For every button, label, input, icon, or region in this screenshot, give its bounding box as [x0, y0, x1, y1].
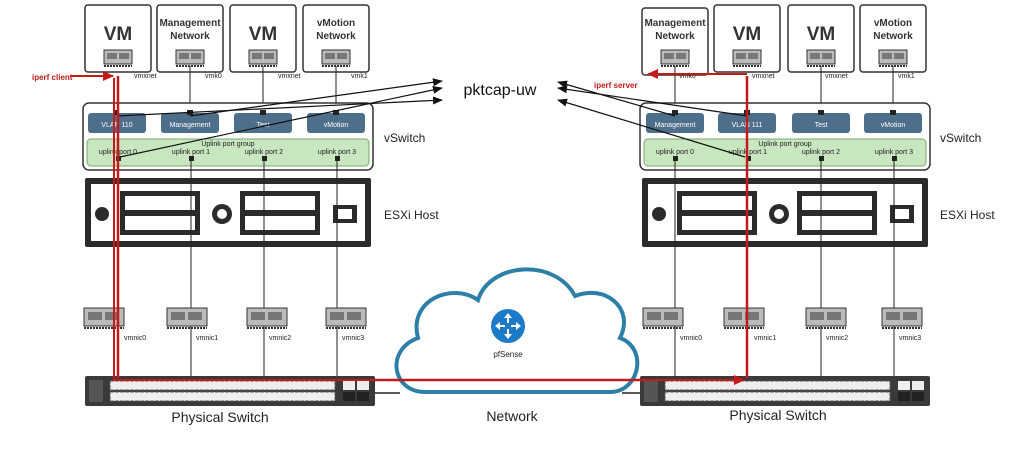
vm-box: VM	[787, 4, 855, 73]
uplink-port-group	[86, 138, 370, 167]
adapter-label: vmk1	[351, 73, 368, 80]
adapter-label: vmk0	[205, 73, 222, 80]
adapter-label: vmk0	[679, 73, 696, 80]
capture-tool-label: pktcap-uw	[464, 82, 537, 99]
nic-card-icon	[878, 49, 908, 67]
physical-switch-icon	[85, 376, 375, 406]
vmnic-label: vmnic2	[269, 335, 291, 342]
vm-title: VM	[249, 24, 278, 45]
vmnic-label: vmnic3	[342, 335, 364, 342]
host-label: ESXi Host	[384, 208, 439, 222]
vmnic-icon	[166, 307, 208, 329]
nic-card-icon	[806, 49, 836, 67]
port-group: Test	[792, 110, 850, 133]
vm-box: Management Network	[156, 4, 224, 73]
svg-text:Management: Management	[655, 122, 696, 129]
adapter-label: vmxnet	[752, 73, 775, 80]
uplink-port-label: uplink port 3	[875, 149, 913, 156]
vm-subtitle: Network	[170, 31, 210, 42]
adapter-label: vmxnet	[134, 73, 157, 80]
svg-text:vMotion: vMotion	[324, 122, 349, 129]
switch-label: Physical Switch	[171, 409, 268, 425]
nic-card-icon	[175, 49, 205, 67]
vmnic-label: vmnic0	[124, 335, 146, 342]
vmnic-icon	[805, 307, 847, 329]
nic-card-icon	[732, 49, 762, 67]
switch-label: Physical Switch	[729, 407, 826, 423]
iperf-client-label: iperf client	[32, 73, 73, 82]
adapter-label: vmxnet	[825, 73, 848, 80]
vmnic-icon	[246, 307, 288, 329]
uplink-port-label: uplink port 3	[318, 149, 356, 156]
vm-title: VM	[733, 24, 762, 45]
adapter-label: vmk1	[898, 73, 915, 80]
vmnic-label: vmnic0	[680, 335, 702, 342]
vswitch-label: vSwitch	[940, 131, 981, 145]
vm-box: VM	[84, 4, 152, 73]
vm-title: VM	[807, 24, 836, 45]
uplink-group-label: Uplink port group	[201, 141, 254, 148]
port-group: Test	[234, 110, 292, 133]
uplink-port-group	[643, 138, 927, 167]
vmnic-label: vmnic1	[196, 335, 218, 342]
vmnic-icon	[881, 307, 923, 329]
uplink-port-label: uplink port 0	[656, 149, 694, 156]
vmnic-icon	[723, 307, 765, 329]
vmnic-label: vmnic3	[899, 335, 921, 342]
vm-subtitle: Network	[873, 31, 913, 42]
vswitch-label: vSwitch	[384, 131, 425, 145]
host-label: ESXi Host	[940, 208, 995, 222]
vm-title: Management	[644, 18, 706, 29]
esxi-host-icon	[642, 178, 928, 247]
router-label: pfSense	[493, 350, 523, 359]
port-group: vMotion	[307, 110, 365, 133]
vmnic-label: vmnic2	[826, 335, 848, 342]
nic-card-icon	[660, 49, 690, 67]
vm-box: Management Network	[641, 7, 709, 76]
adapter-label: vmxnet	[278, 73, 301, 80]
vmnic-icon	[642, 307, 684, 329]
svg-text:Management: Management	[170, 122, 211, 129]
uplink-port-label: uplink port 2	[245, 149, 283, 156]
iperf-server-label: iperf server	[594, 81, 638, 90]
vm-box: VM	[713, 4, 781, 73]
physical-switch-icon	[640, 376, 930, 406]
vm-title: vMotion	[317, 18, 355, 29]
iperf-traffic-path	[70, 69, 749, 385]
capture-arrows	[116, 78, 748, 158]
vm-title: VM	[104, 24, 133, 45]
vmnic-icon	[325, 307, 367, 329]
vm-subtitle: Network	[655, 31, 695, 42]
router-icon	[491, 309, 525, 343]
uplink-port-label: uplink port 1	[172, 149, 210, 156]
port-group: Management	[646, 110, 704, 133]
vm-subtitle: Network	[316, 31, 356, 42]
svg-text:vMotion: vMotion	[881, 122, 906, 129]
nic-card-icon	[103, 49, 133, 67]
svg-text:Test: Test	[257, 122, 270, 129]
uplink-port-label: uplink port 2	[802, 149, 840, 156]
vm-title: Management	[159, 18, 221, 29]
port-group: vMotion	[864, 110, 922, 133]
vm-box: vMotion Network	[302, 4, 370, 73]
uplink-group-label: Uplink port group	[758, 141, 811, 148]
nic-card-icon	[248, 49, 278, 67]
left-host-group: VM Management Network VM vMotion Network…	[32, 4, 439, 425]
network-label: Network	[486, 408, 538, 424]
vmnic-label: vmnic1	[754, 335, 776, 342]
svg-text:Test: Test	[815, 122, 828, 129]
nic-card-icon	[321, 49, 351, 67]
esxi-host-icon	[85, 178, 371, 247]
vm-title: vMotion	[874, 18, 912, 29]
right-host-group: Management Network VM VM vMotion Network…	[594, 4, 995, 423]
